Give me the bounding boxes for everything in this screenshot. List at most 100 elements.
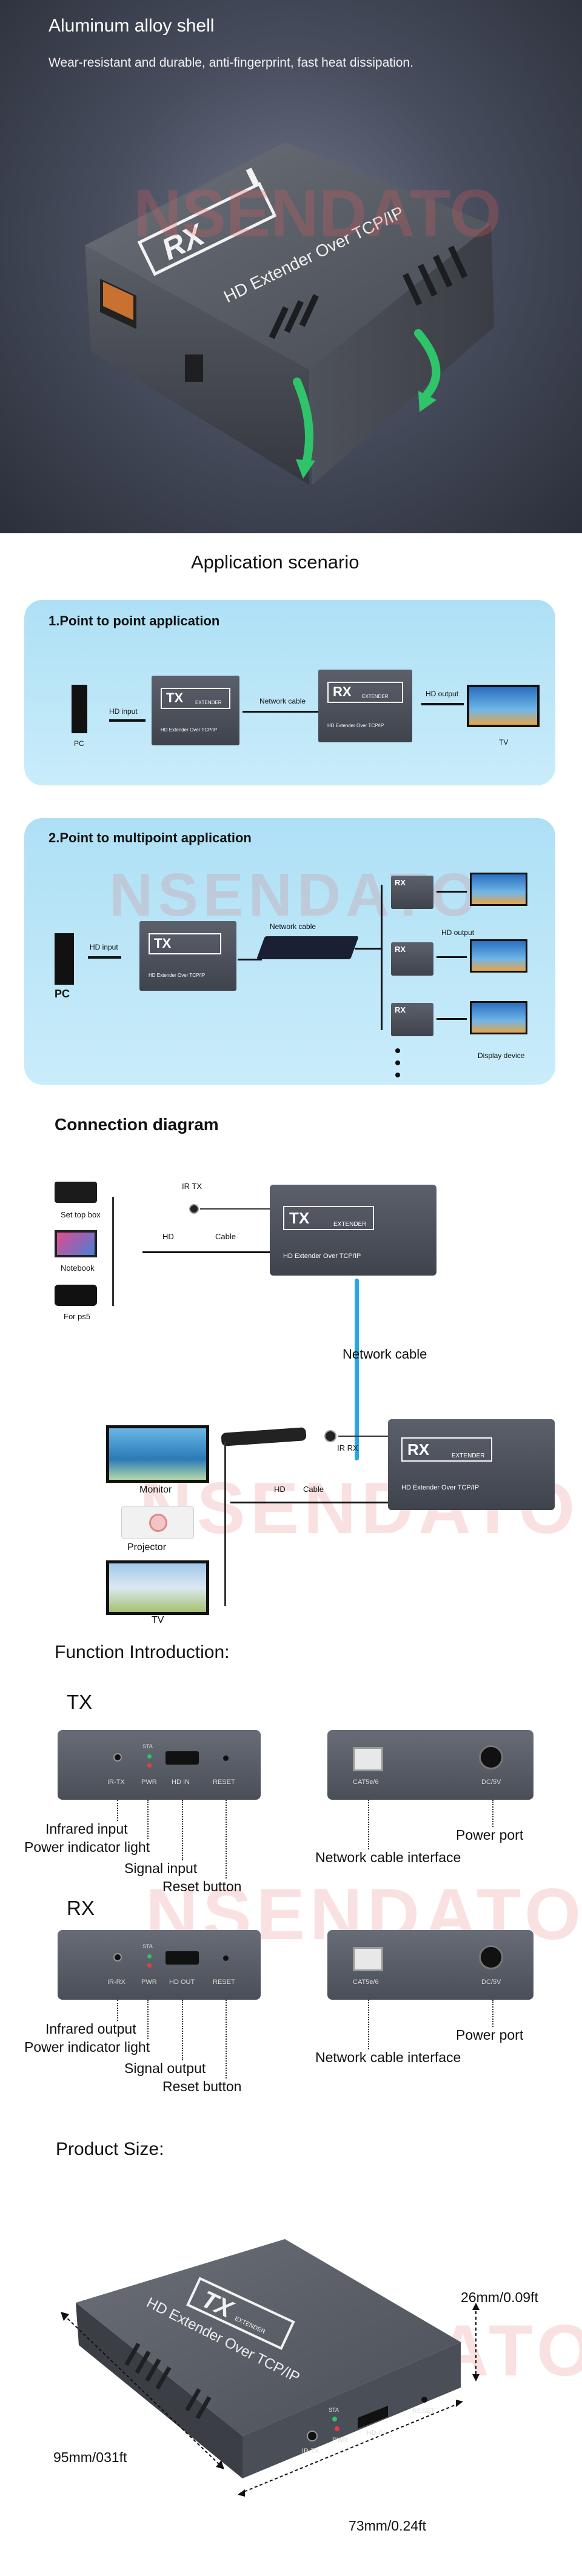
rx-infrared-callout: Infrared output [45,2021,136,2037]
length-dimension: 95mm/031ft [53,2449,127,2465]
ir-port-icon [113,1753,122,1762]
set-top-box-label: Set top box [61,1210,101,1219]
port-sta-text: STA [329,2407,339,2413]
hero-title: Aluminum alloy shell [48,16,215,36]
tx-label: TX [67,1691,93,1713]
rx-logo: RX [333,684,352,699]
rx-power-light-callout: Power indicator light [24,2039,150,2055]
arrow-icon [238,2489,245,2497]
rx-caption: HD Extender Over TCP/IP [401,1484,480,1491]
reset-button-icon [421,2397,427,2403]
tx-network-callout: Network cable interface [315,1849,461,1865]
tx-caption: HD Extender Over TCP/IP [283,1253,361,1260]
size-device-front [242,2342,461,2478]
arrow-icon [472,2374,480,2381]
rx-network-callout: Network cable interface [315,2049,461,2065]
pwr-led-icon [147,1763,152,1768]
hero-section: Aluminum alloy shell Wear-resistant and … [0,0,582,533]
tx-reset-callout: Reset button [162,1879,242,1894]
pc-icon [72,685,87,733]
dc-port-icon [479,1745,503,1769]
port-hd-text: HD IN [367,2429,385,2437]
reset-button-icon[interactable] [223,1955,229,1961]
height-dimension: 26mm/0.09ft [461,2289,538,2305]
rx-back-panel: CAT5e/6 DC/5V [327,1930,534,2000]
ps5-label: For ps5 [64,1312,91,1321]
hero-watermark: NSENDATO [133,176,501,251]
rx-front-panel: IR-RX STA PWR HD OUT RESET [58,1930,261,2000]
tx-logo: TX [166,690,184,705]
p2mp-heading: 2.Point to multipoint application [48,830,252,845]
rx-power-port-callout: Power port [456,2027,524,2043]
notebook-label: Notebook [61,1263,95,1273]
rx-label: RX [67,1897,95,1919]
network-line [242,711,333,713]
application-title: Application scenario [191,551,360,573]
cd-tx-device: TX EXTENDER HD Extender Over TCP/IP [270,1185,436,1276]
p2mp-rx-2: RX [391,942,433,976]
reset-button-icon[interactable] [223,1756,229,1761]
tx-sub: EXTENDER [333,1221,367,1228]
tx-back-panel: CAT5e/6 DC/5V [327,1730,534,1800]
ir-sensor-icon [189,1204,199,1214]
hdmi-cable [142,1251,270,1253]
sta-led-icon [332,2417,337,2421]
dot-icon [395,1048,400,1053]
rx-reset-callout: Reset button [162,2078,242,2094]
pwr-led-icon [335,2426,340,2431]
set-top-box-icon [55,1182,97,1203]
p2p-tv-label: TV [499,738,509,747]
size-title: Product Size: [56,2139,164,2159]
green-arrow-icon [418,391,436,412]
p2mp-hd-output: HD output [441,928,475,937]
hdmi-cable [230,1502,388,1503]
arrow-icon [456,2400,463,2407]
p2mp-rx-1: RX [391,876,433,909]
rx-device-illustration: RX HD Extender Over TCP/IP NSENDATO [85,142,501,485]
tv-icon [467,685,540,727]
tv-icon [470,1001,527,1034]
port-pwr-text: PWR [332,2437,348,2444]
arrow-icon [61,2312,69,2321]
p2p-heading: 1.Point to point application [48,613,220,628]
tx-power-port-callout: Power port [456,1827,524,1843]
connection-title: Connection diagram [55,1115,219,1134]
port-reset-text: RESET [412,2408,435,2415]
dimension-lines [63,2306,477,2494]
hd2-label: HD [274,1485,286,1494]
dot-icon [395,1073,400,1077]
tv-icon [106,1560,209,1615]
device-right-side [309,224,494,485]
ir-port-icon [113,1953,122,1962]
hdmi-cable-line [109,719,146,722]
size-device-top [76,2239,461,2436]
rj45-port-icon [353,1947,383,1971]
tv-icon [470,939,527,973]
ir-sensor-icon [324,1430,336,1442]
hdmi-port-icon [358,2406,388,2429]
device-top-face [85,142,491,370]
arrow-icon [472,2303,480,2310]
port-ir-text: IR-TX [302,2448,319,2455]
hdmi-port-icon [166,1951,199,1965]
vent-slots [269,245,468,339]
tv-label: TV [152,1615,164,1625]
ir-port-icon [307,2431,318,2441]
remote-control-icon [221,1427,307,1446]
arrow-icon [216,2460,224,2469]
projector-label: Projector [127,1542,167,1553]
sta-led-icon [147,1954,152,1959]
sta-led-icon [147,1754,152,1759]
p2mp-display-device: Display device [478,1051,525,1060]
tx-caption: HD Extender Over TCP/IP [161,727,218,733]
p2p-tx-device: TX EXTENDER HD Extender Over TCP/IP [152,676,239,745]
rx-sub: EXTENDER [362,694,389,699]
ir-rx-label: IR RX [337,1443,358,1453]
width-dimension: 73mm/0.24ft [349,2518,426,2534]
green-arrow-icon [296,459,315,479]
product-size-illustration: IR-TX STA PWR HD IN RESET TX EXTENDER HD… [61,2239,480,2497]
hdmi-out-line [421,703,464,705]
p2mp-network-cable: Network cable [270,922,316,931]
network-switch-icon [256,936,359,959]
